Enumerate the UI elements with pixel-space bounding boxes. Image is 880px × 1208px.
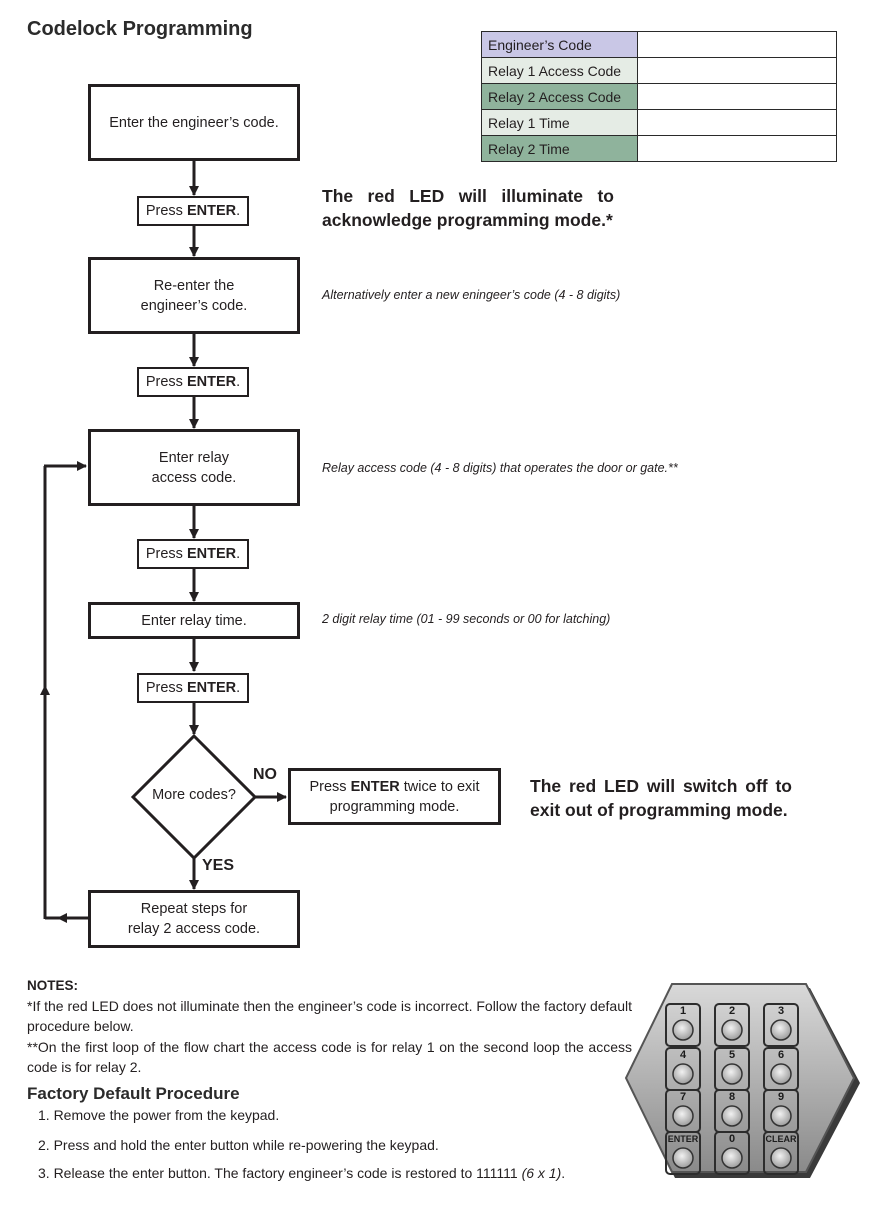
press-text: Press ENTER. [145, 546, 241, 562]
relay-code-note: Relay access code (4 - 8 digits) that op… [322, 461, 678, 475]
code-value-cell [637, 83, 837, 110]
step-text: Enter relay access code. [151, 449, 237, 486]
keypad-key: 1 [665, 1003, 701, 1047]
keypad-key: CLEAR [763, 1131, 799, 1175]
alt-code-note: Alternatively enter a new eningeer’s cod… [322, 288, 621, 302]
keypad-key-label: 1 [680, 1005, 686, 1017]
step-text: Re-enter the engineer’s code. [140, 277, 248, 314]
decision-label: More codes? [152, 787, 236, 803]
code-table-row: Engineer’s Code [481, 31, 837, 58]
code-label: Relay 1 Time [481, 109, 638, 136]
keypad-key: 0 [714, 1131, 750, 1175]
keypad-key: 3 [763, 1003, 799, 1047]
notes-title: NOTES: [27, 978, 79, 993]
note-2: **On the first loop of the flow chart th… [27, 1039, 632, 1075]
step-repeat-relay-2: Repeat steps for relay 2 access code. [88, 890, 300, 948]
press-enter-box: Press ENTER. [137, 673, 249, 703]
relay-time-note: 2 digit relay time (01 - 99 seconds or 0… [322, 612, 611, 626]
keypad-key-label: 0 [729, 1133, 735, 1145]
led-on-note: The red LED will illuminate to acknowled… [322, 186, 614, 230]
step-text: Enter the engineer’s code. [109, 114, 279, 131]
keypad-key-label: 3 [778, 1005, 784, 1017]
press-enter-box: Press ENTER. [137, 196, 249, 226]
code-table-row: Relay 2 Time [481, 135, 837, 162]
keypad-key-label: 8 [729, 1091, 735, 1103]
press-text: Press ENTER. [145, 203, 241, 219]
factory-default-title: Factory Default Procedure [27, 1084, 240, 1103]
press-text: Press ENTER. [145, 374, 241, 390]
keypad-key: ENTER [665, 1131, 701, 1175]
press-enter-box: Press ENTER. [137, 539, 249, 569]
keypad-key-label: CLEAR [766, 1134, 797, 1144]
keypad-key: 5 [714, 1047, 750, 1091]
factory-step-2: 2. Press and hold the enter button while… [38, 1137, 439, 1153]
led-off-note: The red LED will switch off to exit out … [530, 776, 792, 820]
press-enter-box: Press ENTER. [137, 367, 249, 397]
step-text: Repeat steps for relay 2 access code. [127, 901, 261, 937]
keypad-key-label: ENTER [668, 1134, 699, 1144]
note-1: *If the red LED does not illuminate then… [27, 998, 632, 1034]
yes-label: YES [202, 857, 235, 874]
code-value-cell [637, 57, 837, 84]
keypad-key-label: 4 [680, 1049, 687, 1061]
code-label: Relay 2 Time [481, 135, 638, 162]
factory-step-1: 1. Remove the power from the keypad. [38, 1107, 280, 1123]
factory-step-3: 3. Release the enter button. The factory… [38, 1165, 566, 1181]
page-title: Codelock Programming [27, 18, 253, 40]
press-text: Press ENTER. [145, 680, 241, 696]
keypad-key-label: 5 [729, 1049, 735, 1061]
step-enter-relay-time: Enter relay time. [88, 602, 300, 639]
keypad-key-label: 6 [778, 1049, 784, 1061]
keypad-key: 2 [714, 1003, 750, 1047]
code-value-cell [637, 135, 837, 162]
code-value-cell [637, 109, 837, 136]
keypad-key-label: 9 [778, 1091, 784, 1103]
code-value-cell [637, 31, 837, 58]
no-label: NO [253, 766, 277, 783]
code-table-row: Relay 2 Access Code [481, 83, 837, 110]
step-enter-relay-access-code: Enter relay access code. [88, 429, 300, 506]
code-table-row: Relay 1 Time [481, 109, 837, 136]
keypad-key-label: 7 [680, 1091, 686, 1103]
keypad-key-label: 2 [729, 1005, 735, 1017]
step-enter-engineer-code: Enter the engineer’s code. [88, 84, 300, 161]
step-text: Enter relay time. [141, 612, 247, 629]
step-reenter-engineer-code: Re-enter the engineer’s code. [88, 257, 300, 334]
